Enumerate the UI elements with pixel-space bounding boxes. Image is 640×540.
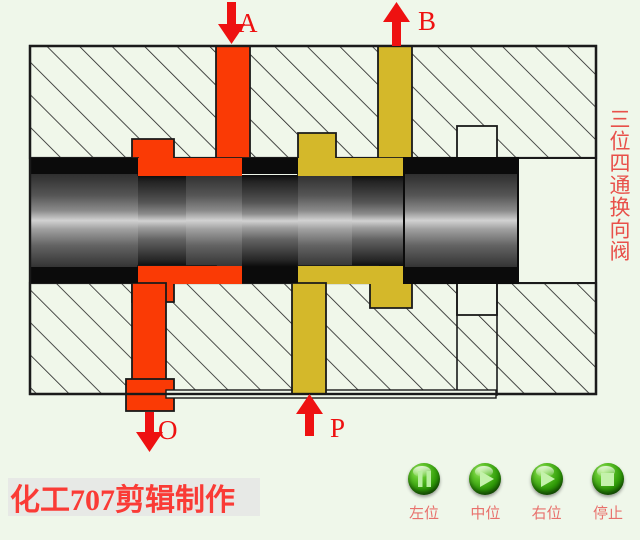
watermark-banner: 化工707剪辑制作	[8, 478, 260, 517]
watermark-text: 化工707剪辑制作	[10, 484, 235, 517]
spool-land-3	[298, 158, 352, 283]
play-glyph	[541, 471, 556, 487]
port-label-b: B	[418, 6, 437, 36]
valve-spool	[30, 158, 518, 283]
play-glyph	[479, 471, 494, 487]
gold-bore-upper	[298, 158, 404, 176]
arrow-B-up-icon	[383, 2, 410, 46]
button-middle-position[interactable]: 中位	[459, 463, 511, 523]
seal-bottom-right	[404, 267, 518, 283]
spool-land-right	[404, 158, 518, 283]
pause-glyph	[417, 471, 431, 487]
spool-neck-1	[138, 175, 186, 267]
port-arrows	[136, 2, 410, 452]
playback-controls: 左位 中位 右位 停止	[398, 463, 634, 523]
stop-icon[interactable]	[591, 463, 624, 495]
bore-seal-edges	[30, 157, 519, 284]
spool-neck-3	[352, 175, 404, 267]
button-label-stop: 停止	[592, 506, 623, 522]
seal-bottom-left	[30, 267, 138, 283]
upper-right-notch	[456, 125, 498, 159]
button-label-left-position: 左位	[408, 506, 439, 522]
play-icon[interactable]	[469, 463, 502, 495]
port-label-p: P	[330, 413, 346, 443]
red-bore-lower	[138, 266, 242, 284]
spool-land-left	[30, 158, 138, 283]
stop-glyph	[601, 472, 615, 486]
seal-bottom-mid	[242, 267, 298, 283]
port-label-o: O	[158, 415, 178, 445]
seal-top-left	[30, 158, 138, 174]
button-label-right-position: 右位	[531, 506, 562, 522]
red-bore-upper	[138, 158, 242, 176]
seal-top-mid	[242, 158, 298, 174]
button-stop[interactable]: 停止	[582, 463, 634, 523]
right-land-outline	[403, 157, 519, 284]
valve-body-outline	[28, 44, 598, 396]
seal-top-right	[404, 158, 518, 174]
button-label-middle-position: 中位	[470, 506, 501, 522]
play-icon[interactable]	[530, 463, 563, 495]
button-left-position[interactable]: 左位	[398, 463, 450, 523]
red-channel-A-vertical	[215, 45, 251, 159]
spool-neck-2	[242, 175, 298, 267]
pause-icon[interactable]	[408, 463, 440, 495]
spool-land-2	[186, 158, 242, 283]
port-label-a: A	[238, 8, 258, 38]
right-end-chamber	[515, 157, 597, 284]
valve-title-vertical: 三位四通换向阀	[607, 108, 631, 262]
gold-fluid-path	[291, 45, 413, 395]
gold-channel-P-vertical	[291, 282, 327, 395]
gold-bore-lower	[298, 266, 404, 284]
button-right-position[interactable]: 右位	[521, 463, 573, 523]
arrow-A-down-icon	[218, 2, 245, 44]
lower-right-notch	[456, 282, 498, 316]
arrow-O-down-icon	[136, 412, 163, 452]
red-channel-O-vertical	[131, 282, 167, 395]
gold-channel-B-vertical	[377, 45, 413, 159]
arrow-P-up-icon	[296, 394, 323, 436]
